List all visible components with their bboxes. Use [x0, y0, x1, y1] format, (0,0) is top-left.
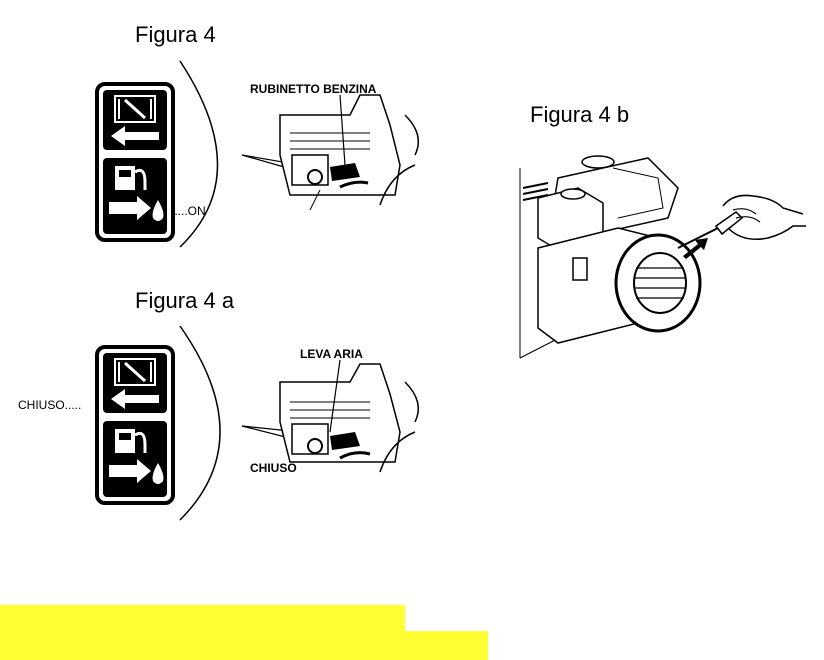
figure-4a-title: Figura 4 a — [135, 288, 235, 313]
highlight-bar-bottom — [0, 631, 488, 660]
choke-panel-icon — [95, 345, 175, 505]
choke-closed-label: CHIUSO — [250, 461, 297, 475]
fuel-valve-panel-icon — [95, 82, 175, 242]
figure-4a-engine-drawing — [179, 325, 420, 521]
engine-recoil-start-drawing — [519, 155, 806, 359]
figure-4b-title: Figura 4 b — [530, 102, 630, 127]
closed-position-label: CHIUSO..... — [18, 398, 82, 412]
fuel-tap-callout: RUBINETTO BENZINA — [250, 82, 377, 96]
on-position-label: .....ON — [171, 204, 206, 218]
highlight-bar-top — [0, 605, 405, 631]
choke-lever-callout: LEVA ARIA — [300, 347, 363, 361]
figure-4-engine-drawing — [179, 60, 420, 248]
figure-4-title: Figura 4 — [135, 22, 216, 47]
